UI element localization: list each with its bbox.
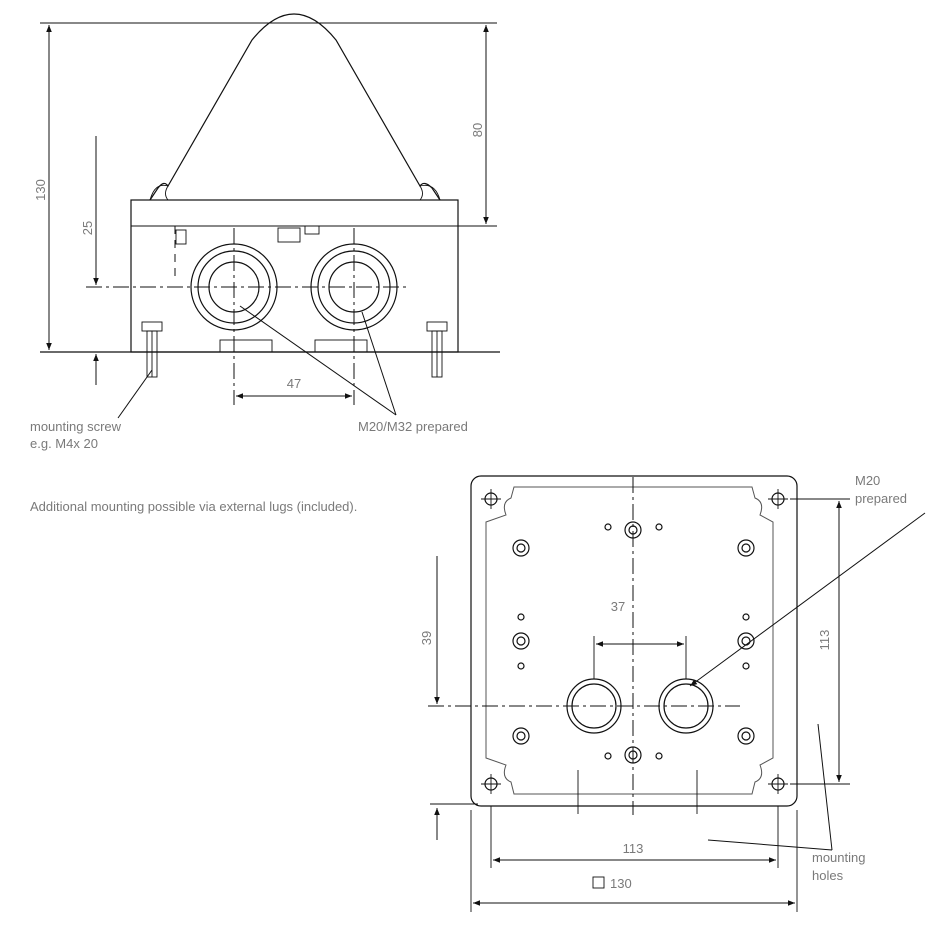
dome-outline [149,13,441,201]
leader-gland-left [239,305,397,416]
square-symbol-icon [592,876,605,889]
label-mounting-holes-1: mounting [812,850,865,865]
dim-axis-offset-label: 39 [419,631,434,645]
corner-hole-bottom-left [481,774,501,794]
corner-hole-top-left [481,489,501,509]
dim-gland-spacing-label: 47 [287,376,301,391]
side-view: 130 80 25 47 mounting screw e.g. M4x 20 … [30,13,500,451]
corner-hole-top-right [768,489,788,509]
leader-m20 [689,512,926,687]
label-mounting-screw-1: mounting screw [30,419,122,434]
dim-hole-horizontal-label: 113 [623,841,644,856]
note-external-lugs: Additional mounting possible via externa… [30,499,357,514]
internal-component [175,229,187,245]
label-mounting-holes-2: holes [812,868,844,883]
dim-outer-size-label: 130 [610,876,632,891]
dim-hole-vertical-label: 113 [817,630,832,651]
dome-right-lug [419,184,441,201]
label-m20-2: prepared [855,491,907,506]
internal-connector [304,225,320,235]
plan-gland-right-inner [663,683,709,729]
leader-holes-1 [817,723,833,851]
label-mounting-screw-2: e.g. M4x 20 [30,436,98,451]
label-glands: M20/M32 prepared [358,419,468,434]
foot-right [314,339,368,353]
dim-axis-height-label: 25 [80,221,95,235]
foot-left [219,339,273,353]
internal-terminal [277,227,301,243]
plan-gland-left-inner [571,683,617,729]
corner-hole-bottom-right [768,774,788,794]
boss-holes [512,521,755,764]
base-plate-outer [470,475,798,807]
dim-total-height-label: 130 [33,179,48,201]
small-holes [517,523,750,760]
dome-left-lug [149,184,169,201]
bottom-view: 37 39 113 113 130 M20 prepared moun [419,473,926,912]
mounting-screw-right [426,321,448,378]
dim-plan-gland-spacing-label: 37 [611,599,625,614]
housing-body [130,199,459,353]
dim-dome-height-label: 80 [470,123,485,137]
base-plate-inner [485,486,774,795]
leader-mounting-screw [117,369,153,419]
leader-holes-2 [707,839,833,851]
leader-gland-right [361,311,397,416]
mounting-screw-left [141,321,163,378]
label-m20-1: M20 [855,473,880,488]
